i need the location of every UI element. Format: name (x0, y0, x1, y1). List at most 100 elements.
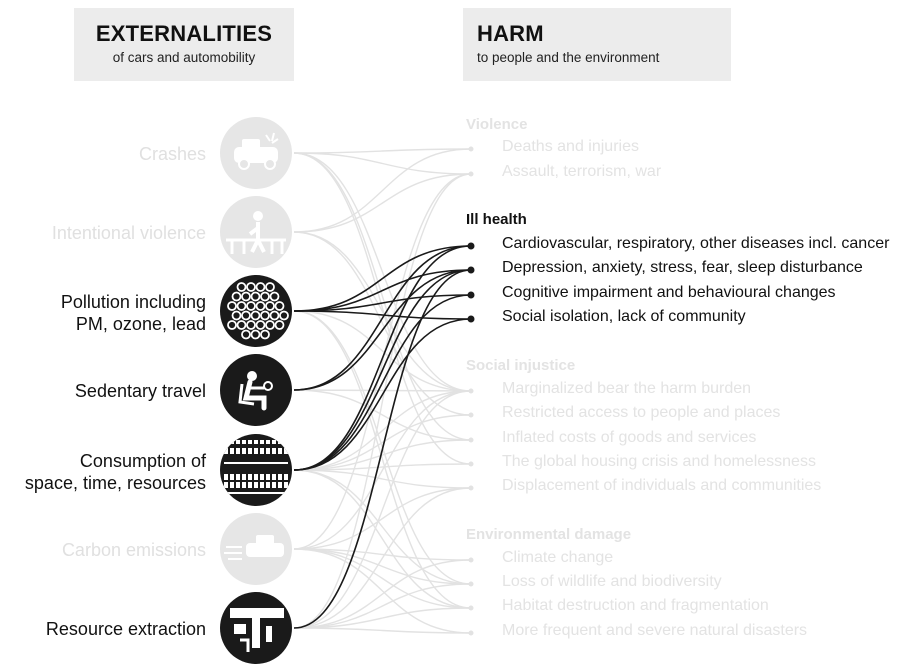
active-link-line (293, 269, 472, 391)
faded-link-line (293, 152, 472, 441)
faded-link-line (293, 469, 472, 585)
link-endpoint-dot (468, 388, 474, 394)
harm-category-environmental-damage: Environmental damage (466, 526, 632, 543)
externality-label-sedentary-travel: Sedentary travel (74, 381, 206, 401)
active-link-line (293, 310, 472, 320)
link-endpoint-dot (467, 266, 475, 274)
faded-link-line (293, 310, 472, 609)
faded-link-line (293, 148, 472, 233)
externality-label-intentional-violence: Intentional violence (51, 223, 206, 243)
harm-item: Cardiovascular, respiratory, other disea… (502, 235, 890, 252)
harm-item: Climate change (502, 549, 614, 566)
harm-item: Deaths and injuries (502, 138, 639, 155)
harm-item: Restricted access to people and places (502, 404, 781, 421)
faded-link-line (293, 389, 472, 392)
faded-link-line (293, 231, 472, 416)
faded-link-line (293, 439, 472, 471)
link-endpoint-dot (468, 605, 474, 611)
active-link-line (293, 245, 472, 471)
faded-link-line (293, 463, 472, 471)
faded-link-line (293, 173, 472, 233)
link-endpoint-dot (467, 242, 475, 250)
harm-category-ill-health: Ill health (466, 211, 527, 228)
harm-item: Loss of wildlife and biodiversity (502, 573, 722, 590)
extraction-machine-icon (220, 592, 292, 664)
harm-item: More frequent and severe natural disaste… (502, 622, 808, 639)
active-link-line (293, 245, 472, 391)
faded-link-line (293, 231, 472, 392)
traffic-jam-icon (220, 434, 292, 506)
harm-title: HARM (477, 21, 544, 46)
link-endpoint-dot (468, 412, 474, 418)
car-crash-icon (220, 117, 292, 189)
harm-item: Social isolation, lack of community (502, 308, 746, 325)
link-endpoint-dot (468, 146, 474, 152)
externality-label-resource-extraction: Resource extraction (45, 619, 206, 639)
harm-subtitle: to people and the environment (477, 50, 660, 65)
faded-link-line (293, 173, 472, 629)
externalities-header: EXTERNALITIES of cars and automobility (74, 8, 294, 81)
harm-item: Marginalized bear the harm burden (502, 380, 752, 397)
harm-header: HARM to people and the environment (463, 8, 731, 81)
harm-item: Assault, terrorism, war (502, 163, 662, 180)
faded-link-line (293, 148, 472, 154)
link-endpoint-dot (467, 315, 475, 323)
link-endpoint-dot (468, 557, 474, 563)
link-endpoint-dot (467, 291, 475, 299)
harm-item: Inflated costs of goods and services (502, 429, 757, 446)
active-link-line (293, 269, 472, 471)
harm-item: Depression, anxiety, stress, fear, sleep… (502, 259, 863, 276)
faded-link-line (293, 390, 472, 550)
faded-link-line (293, 389, 472, 441)
faded-link-line (293, 469, 472, 489)
harm-item: Habitat destruction and fragmentation (502, 597, 769, 614)
faded-link-line (293, 487, 472, 629)
faded-link-line (293, 548, 472, 634)
externalities-title: EXTERNALITIES (95, 21, 273, 46)
faded-link-line (293, 583, 472, 629)
faded-link-line (293, 559, 472, 629)
vehicle-ramming-icon (220, 196, 292, 268)
exhaust-emissions-icon (220, 513, 292, 585)
faded-link-line (293, 469, 472, 609)
faded-link-line (293, 548, 472, 585)
link-endpoint-dot (468, 630, 474, 636)
faded-link-line (293, 627, 472, 634)
link-endpoint-dot (468, 485, 474, 491)
seated-driver-icon (220, 354, 292, 426)
faded-link-line (293, 487, 472, 550)
externalities-subtitle: of cars and automobility (112, 50, 256, 65)
link-endpoint-dot (468, 581, 474, 587)
active-link-line (293, 294, 472, 312)
faded-link-line (293, 390, 472, 471)
faded-link-line (293, 310, 472, 392)
harm-item: Cognitive impairment and behavioural cha… (502, 284, 836, 301)
active-link-line (293, 294, 472, 471)
link-endpoint-dot (468, 437, 474, 443)
faded-link-line (293, 607, 472, 629)
externality-label-crashes: Crashes (138, 144, 206, 164)
faded-link-line (293, 152, 472, 392)
harm-item: The global housing crisis and homelessne… (502, 453, 816, 470)
faded-link-line (293, 173, 472, 550)
harm-item: Displacement of individuals and communit… (502, 477, 822, 494)
active-link-line (293, 245, 472, 312)
active-link-line (293, 318, 472, 471)
harm-category-social-injustice: Social injustice (466, 357, 576, 374)
link-endpoint-dot (468, 171, 474, 177)
particulate-matter-icon (220, 275, 292, 347)
active-link-line (293, 269, 472, 629)
harm-category-violence: Violence (466, 116, 528, 133)
faded-link-line (293, 152, 472, 175)
link-endpoint-dot (468, 461, 474, 467)
externality-label-carbon-emissions: Carbon emissions (61, 540, 206, 560)
faded-link-line (293, 414, 472, 471)
active-link-line (293, 269, 472, 312)
faded-link-line (293, 548, 472, 561)
faded-link-line (293, 152, 472, 465)
faded-link-line (293, 548, 472, 609)
faded-link-line (293, 390, 472, 629)
